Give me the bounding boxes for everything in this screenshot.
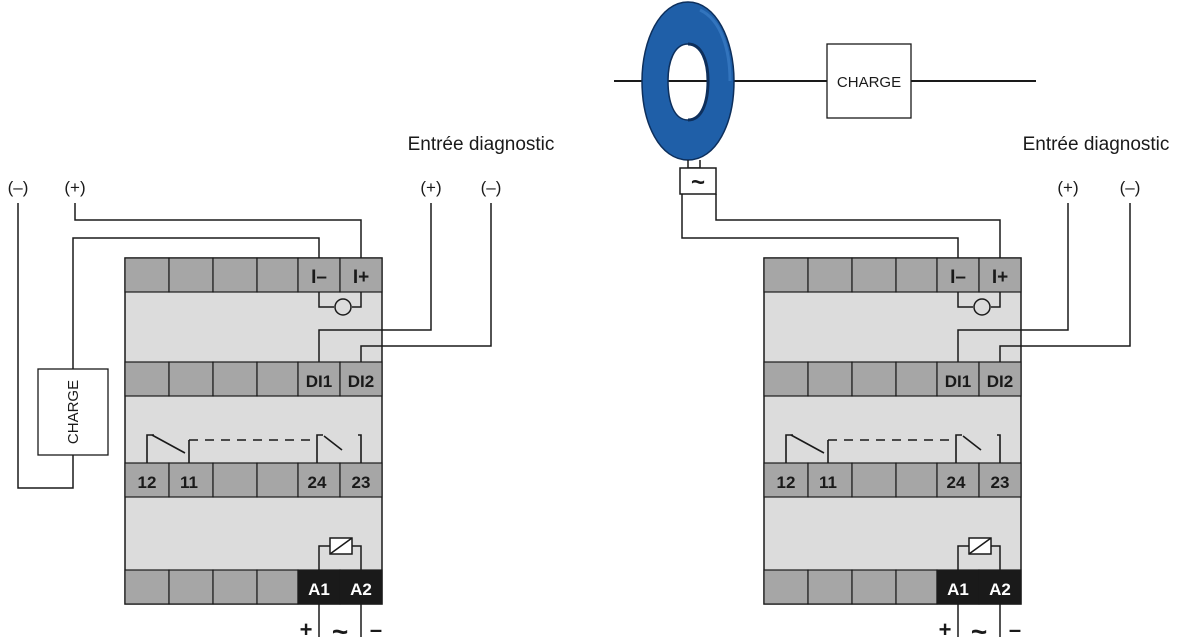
terminal-a1: A1	[947, 580, 969, 599]
terminal-di1: DI1	[306, 372, 332, 391]
coil-symbol	[318, 537, 362, 570]
diagnostic-minus-label: (–)	[1120, 178, 1141, 197]
power-leads	[318, 604, 362, 637]
terminal-a2: A2	[350, 580, 372, 599]
load-box: CHARGE	[37, 368, 109, 456]
power-plus-label: +	[939, 617, 952, 637]
diagnostic-wires	[318, 203, 492, 362]
terminal-row-diagnostic	[763, 361, 1022, 397]
diagnostic-minus-label: (–)	[481, 178, 502, 197]
current-sensor-symbol	[318, 292, 362, 316]
terminal-row-current	[763, 257, 1022, 293]
terminal-i-plus: I+	[353, 267, 369, 288]
terminal-row-diagnostic	[124, 361, 383, 397]
load-label: CHARGE	[65, 380, 82, 444]
terminal-a1: A1	[308, 580, 330, 599]
power-leads	[957, 604, 1001, 637]
sensor-wires	[681, 194, 1001, 258]
relay-contacts	[146, 434, 362, 463]
terminal-row-current	[124, 257, 383, 293]
diagnostic-input-label: Entrée diagnostic	[1023, 134, 1170, 155]
power-minus-label: –	[1009, 617, 1021, 637]
terminal-di2: DI2	[987, 372, 1013, 391]
terminal-12: 12	[138, 473, 157, 492]
sensor-terminals	[679, 160, 717, 195]
terminal-i-plus: I+	[992, 267, 1008, 288]
supply-plus-label: (+)	[64, 178, 85, 197]
terminal-11: 11	[180, 473, 198, 492]
diagnostic-plus-label: (+)	[1057, 178, 1078, 197]
current-sensor-symbol	[957, 292, 1001, 316]
terminal-di2: DI2	[348, 372, 374, 391]
terminal-i-minus: I–	[950, 267, 966, 288]
diagnostic-plus-label: (+)	[420, 178, 441, 197]
terminal-11: 11	[819, 473, 837, 492]
coil-symbol	[957, 537, 1001, 570]
power-ac-label: ~	[971, 616, 987, 637]
terminal-i-minus: I–	[311, 267, 327, 288]
terminal-a2: A2	[989, 580, 1011, 599]
power-minus-label: –	[370, 617, 382, 637]
terminal-row-supply	[124, 569, 383, 605]
right-diagram: I– I+ DI1 DI2 12 11 24 23 A1 A2	[614, 1, 1170, 637]
terminal-23: 23	[991, 473, 1010, 492]
sensor-ac-symbol: ~	[691, 169, 705, 196]
terminal-row-supply	[763, 569, 1022, 605]
terminal-di1: DI1	[945, 372, 971, 391]
load-box: CHARGE	[826, 43, 912, 119]
load-circuit-wires	[17, 203, 362, 489]
terminal-24: 24	[947, 473, 966, 492]
terminal-12: 12	[777, 473, 796, 492]
power-plus-label: +	[300, 617, 313, 637]
supply-minus-label: (–)	[8, 178, 29, 197]
relay-module: I– I+ DI1 DI2 12 11 24 23 A1 A2	[124, 257, 383, 605]
terminal-row-contacts	[124, 462, 383, 498]
terminal-row-contacts	[763, 462, 1022, 498]
diagnostic-wires	[957, 203, 1131, 362]
power-ac-label: ~	[332, 616, 348, 637]
left-diagram: I– I+ DI1 DI2 12 11 24 23 A1 A2	[8, 134, 555, 637]
diagnostic-input-label: Entrée diagnostic	[408, 134, 555, 155]
load-label: CHARGE	[837, 74, 901, 91]
terminal-23: 23	[352, 473, 371, 492]
terminal-24: 24	[308, 473, 327, 492]
relay-contacts	[785, 434, 1001, 463]
